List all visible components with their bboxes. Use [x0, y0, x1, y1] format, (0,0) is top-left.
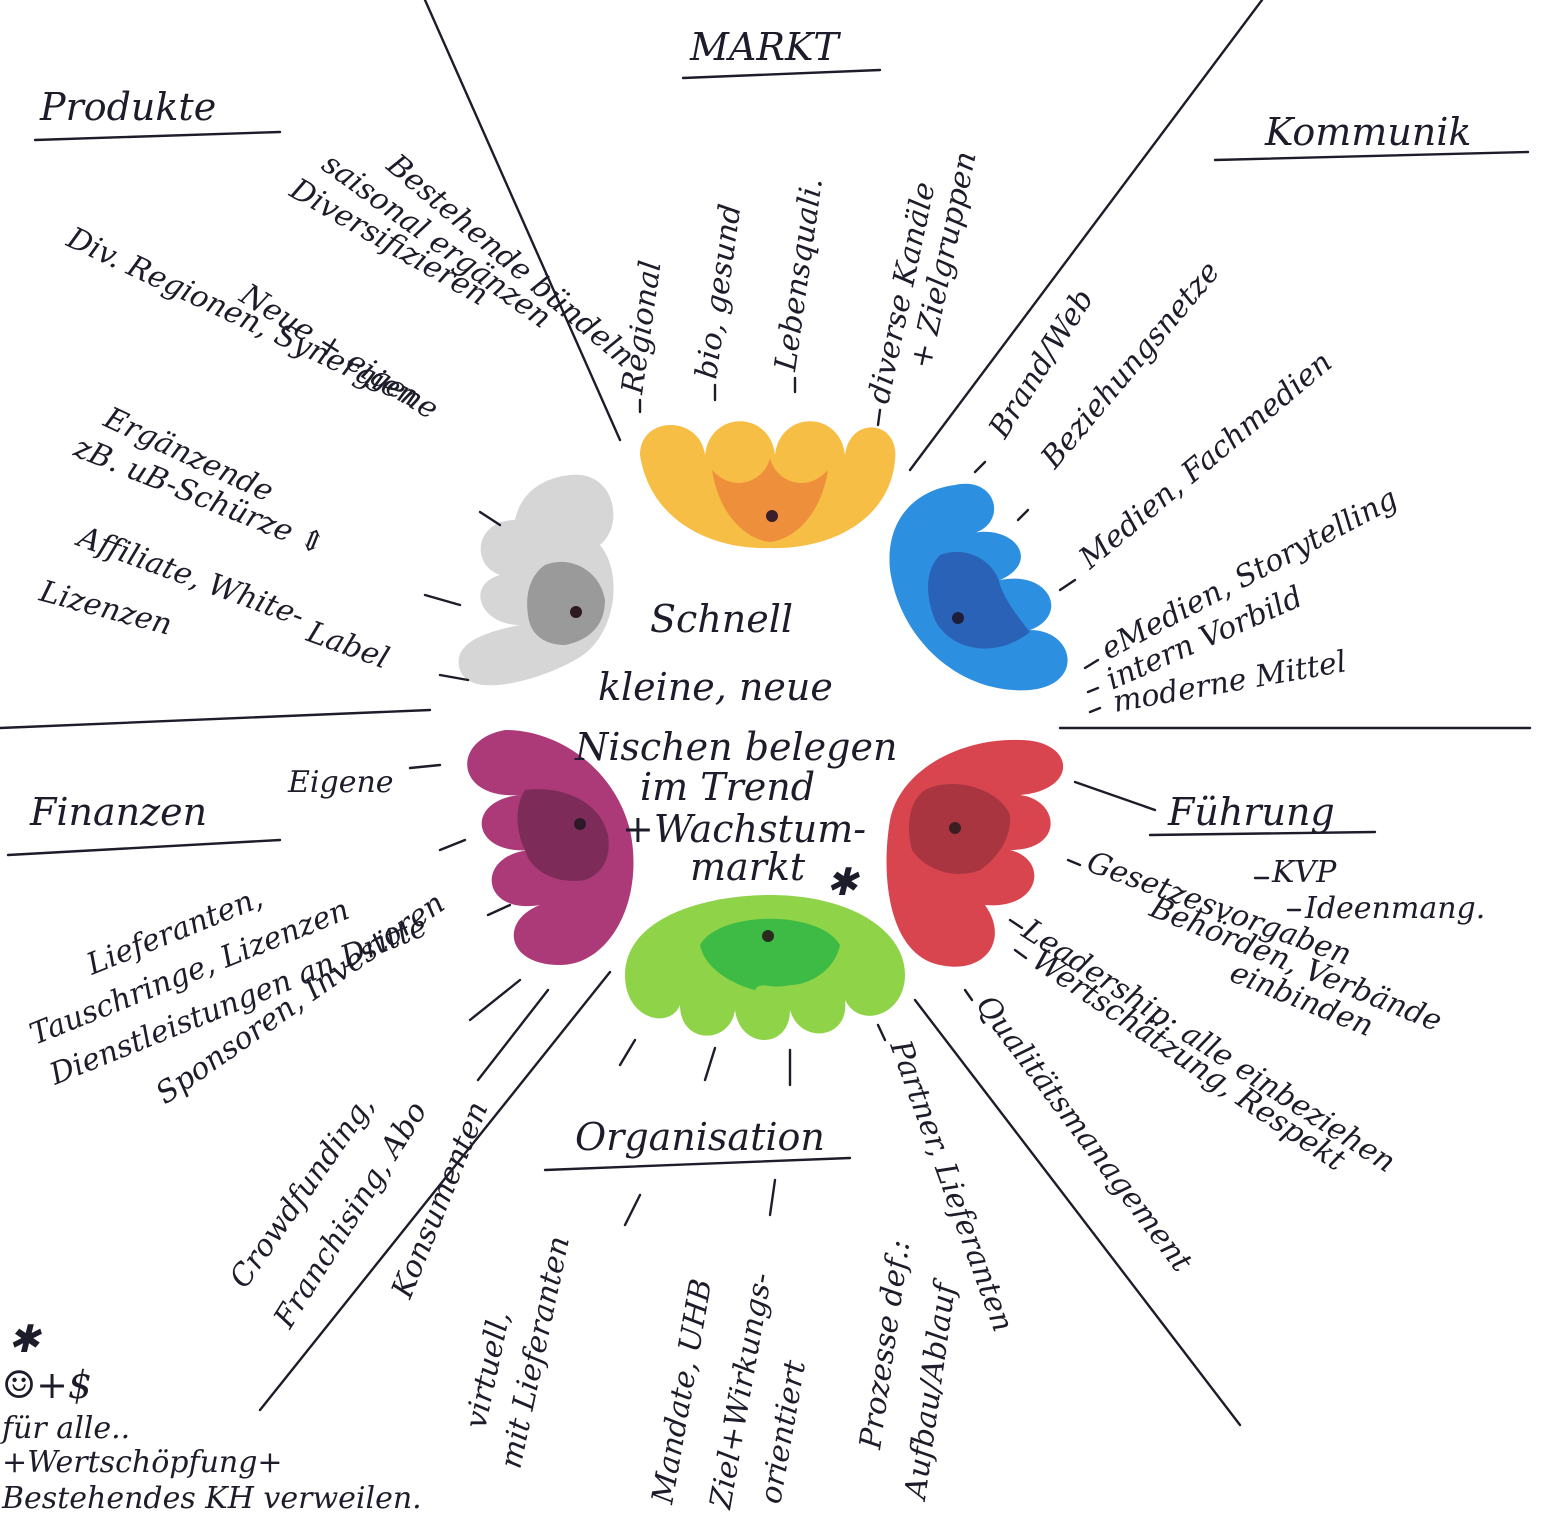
tick: [876, 1023, 887, 1042]
fuehrung-item-kvp: KVP: [1271, 855, 1337, 890]
finanzen-underline: [6, 838, 282, 857]
tick: [618, 1038, 637, 1067]
markt-branch: MARKT Regional bio, gesund Lebensquali. …: [615, 25, 984, 427]
tick: [486, 903, 512, 917]
footnote: ✱ ☺+$ für alle.. +Wertschöpfung+ Bestehe…: [0, 1317, 422, 1516]
footnote-line-1: ☺+$: [2, 1363, 92, 1407]
blob-dot: [766, 510, 778, 522]
fuehrung-title: Führung: [1167, 790, 1335, 834]
markt-blob: [640, 421, 896, 549]
footnote-line-2: für alle..: [0, 1411, 130, 1446]
tick: [1058, 578, 1077, 592]
center-statement: Schnell kleine, neue Nischen belegen im …: [574, 597, 897, 904]
tick: [478, 510, 502, 527]
markt-item-bio: bio, gesund: [689, 202, 748, 381]
divider-line: [913, 998, 1242, 1427]
tick: [876, 408, 882, 427]
finanzen-blob: [467, 730, 634, 965]
markt-blob-core: [712, 458, 828, 542]
fuehrung-underline: [1148, 830, 1377, 837]
tick: [768, 1178, 777, 1217]
center-asterisk: ✱: [826, 860, 860, 904]
organisation-underline: [543, 1156, 852, 1172]
tick: [1083, 658, 1100, 670]
produkte-blob-core: [527, 561, 605, 645]
kommunik-item-beziehungsnetze: Beziehungsnetze: [1034, 255, 1227, 476]
divider-lines: [0, 0, 1532, 1427]
kommunik-blob-core: [928, 551, 1030, 649]
divider-line: [0, 708, 432, 730]
divider-line: [258, 970, 612, 1412]
produkte-item-label: Label: [301, 614, 393, 676]
blob-dot: [762, 930, 774, 942]
tick: [623, 1193, 642, 1227]
tick: [468, 978, 522, 1022]
blob-dot: [952, 612, 964, 624]
organisation-item-prozesse: Prozesse def.:: [853, 1237, 917, 1452]
produkte-item-lizenzen: Lizenzen: [35, 574, 176, 643]
fuehrung-connector: [1073, 780, 1157, 812]
markt-title: MARKT: [689, 25, 841, 69]
fuehrung-blob: [886, 739, 1064, 967]
tick: [438, 673, 470, 682]
tick: [1088, 706, 1102, 714]
tick: [423, 593, 462, 607]
kommunik-underline: [1213, 150, 1530, 162]
organisation-item-orientiert: orientiert: [753, 1357, 813, 1507]
organisation-title: Organisation: [575, 1115, 825, 1159]
footnote-line-4: Bestehendes KH verweilen.: [1, 1481, 422, 1516]
tick: [1086, 686, 1100, 694]
kommunik-blob: [889, 483, 1068, 691]
center-line-5: +Wachstum-: [622, 807, 866, 851]
finanzen-blob-core: [517, 789, 609, 881]
finanzen-title: Finanzen: [29, 790, 207, 834]
blob-dot: [574, 818, 586, 830]
tick: [1066, 858, 1082, 867]
fuehrung-item-ideenmang: Ideenmang.: [1304, 891, 1485, 926]
divider-line: [423, 0, 622, 442]
blob-dot: [570, 606, 582, 618]
footnote-asterisk: ✱: [8, 1317, 42, 1361]
tick: [703, 1046, 717, 1082]
center-line-2: kleine, neue: [598, 665, 833, 709]
organisation-item-aufbau: Aufbau/Ablauf: [898, 1276, 964, 1504]
tick: [476, 988, 550, 1082]
organisation-branch: Organisation Partner, Lieferanten Prozes…: [385, 988, 1020, 1512]
tick: [1016, 508, 1030, 522]
kommunik-title: Kommunik: [1264, 110, 1471, 154]
tick: [438, 838, 467, 852]
produkte-blob: [458, 474, 614, 686]
divider-line: [908, 0, 1264, 472]
tick: [1008, 918, 1024, 930]
title-underlines: [6, 68, 1530, 1172]
blob-dot: [949, 822, 961, 834]
markt-item-lebensquali: Lebensquali.: [768, 176, 830, 374]
produkte-underline: [33, 130, 282, 142]
produkte-title: Produkte: [39, 85, 216, 129]
organisation-blob: [625, 895, 905, 1040]
center-line-1: Schnell: [650, 597, 793, 641]
markt-item-regional: Regional: [615, 259, 668, 398]
tick: [1013, 948, 1028, 960]
center-line-4: im Trend: [640, 765, 815, 809]
center-line-3: Nischen belegen: [574, 725, 897, 769]
tick: [408, 763, 442, 770]
markt-underline: [681, 68, 882, 80]
organisation-blob-core: [700, 918, 840, 990]
footnote-line-3: +Wertschöpfung+: [2, 1445, 283, 1480]
finanzen-item-eigene: Eigene: [287, 765, 394, 800]
fuehrung-branch: Führung KVP Ideenmang. Gesetzesvorgaben …: [963, 780, 1485, 1279]
center-line-6: markt: [690, 845, 806, 889]
tick: [973, 460, 987, 474]
kommunik-branch: Kommunik Brand/Web Beziehungsnetze Medie…: [973, 110, 1471, 720]
tick: [963, 988, 974, 1002]
